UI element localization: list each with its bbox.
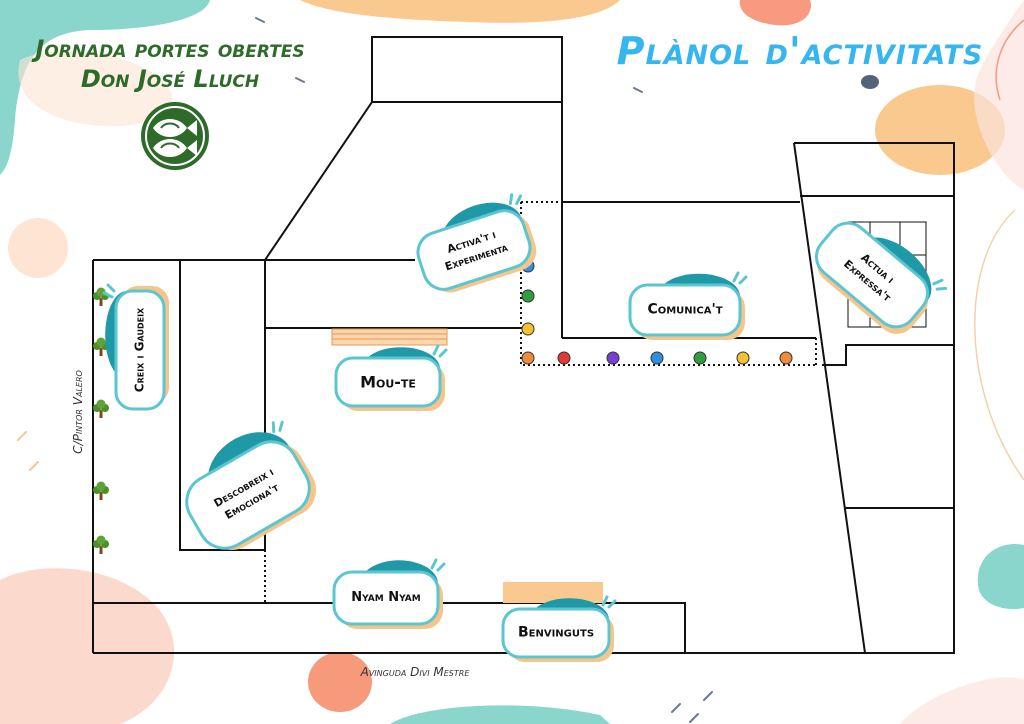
activity-label-line: Nyam Nyam [351,590,421,605]
tree-icon [93,481,109,500]
route-dot [693,351,707,365]
badge-body [114,289,166,411]
activity-badge[interactable] [334,344,448,411]
activity-badge[interactable] [102,283,169,411]
arc-line-right [974,209,1024,481]
splash-icon [271,420,284,434]
bottom-building [93,602,686,653]
badge-body [814,221,930,329]
activity-badge[interactable] [168,414,326,562]
tree-icon [93,287,109,306]
activity-badge[interactable] [501,595,617,662]
orange-blob-bottom [308,652,372,712]
activity-label-line: Mou-te [360,372,416,392]
route-dot [521,322,535,336]
activity-badge[interactable] [409,191,543,299]
activity-label-creix: Creix i Gaudeix [132,308,149,392]
badge-body [332,570,440,626]
activity-label-line: Benvinguts [517,624,595,641]
tree-icon [93,399,109,418]
splash-icon [732,271,748,285]
badge-body [185,440,311,550]
right-h2 [822,344,954,366]
activity-label-line: Creix i Gaudeix [132,307,147,393]
school-title-line1: Jornada portes obertes [35,35,305,63]
furniture [331,328,603,603]
splash-icon [601,595,617,609]
activity-badge[interactable] [628,271,748,340]
floor-plan [92,36,955,654]
arc-line-top-right [995,19,1024,101]
route-dot [521,351,535,365]
salmon-blob-top-right [739,0,811,26]
teal-blob-bottom-center [390,705,610,724]
splash-icon [430,558,446,572]
dash-marks-left [17,431,39,471]
fish-logo [141,102,209,170]
activity-label-line: Comunica't [647,301,723,318]
bench [331,328,448,346]
route-dot [557,351,571,365]
map-title: Plànol d'activitats [616,29,984,73]
badge-body [501,607,611,659]
right-building [794,142,955,654]
tree-icon [93,535,109,554]
peach-blob-bottom-right [900,677,1024,724]
teal-blob-right [977,544,1024,610]
top-building [371,36,563,103]
peach-blob-bottom-left [0,568,174,724]
school-title-line2: Don José Lluch [80,65,260,93]
grey-dot [861,75,879,89]
route-dot [779,351,793,365]
orange-blob-right [875,85,1005,175]
dash-marks [255,17,713,723]
peach-blob-left [8,218,68,278]
activity-label-comunica: Comunica't [647,301,722,320]
activity-label-moute: Mou-te [360,372,416,393]
teal-blob-top-left [0,0,210,175]
splash-icon [932,278,948,291]
peach-blob-top-center [300,0,620,23]
badge-body [628,283,742,337]
right-diagonal [793,142,866,654]
activity-label-benvinguts: Benvinguts [518,624,594,643]
route-dot [606,351,620,365]
peach-blob-top-left [18,51,173,127]
entrance-mat [503,582,603,603]
activity-label-nyam: Nyam Nyam [351,589,420,607]
splash-icon [508,193,523,206]
left-wing [179,259,266,551]
badge-body [334,356,442,408]
route-dot [650,351,664,365]
route-dot [736,351,750,365]
street-label-left: C/Pintor Valero [71,370,85,454]
wedge-roof [264,101,563,261]
trees [93,287,109,554]
badge-body [416,209,532,291]
splash-icon [102,283,116,299]
route-dot [521,289,535,303]
splash-icon [432,344,448,358]
activity-badges [102,191,949,662]
activity-badge[interactable] [332,558,446,629]
activity-badge[interactable] [805,205,949,343]
street-label-bottom: Avinguda Divi Mestre [360,665,470,679]
